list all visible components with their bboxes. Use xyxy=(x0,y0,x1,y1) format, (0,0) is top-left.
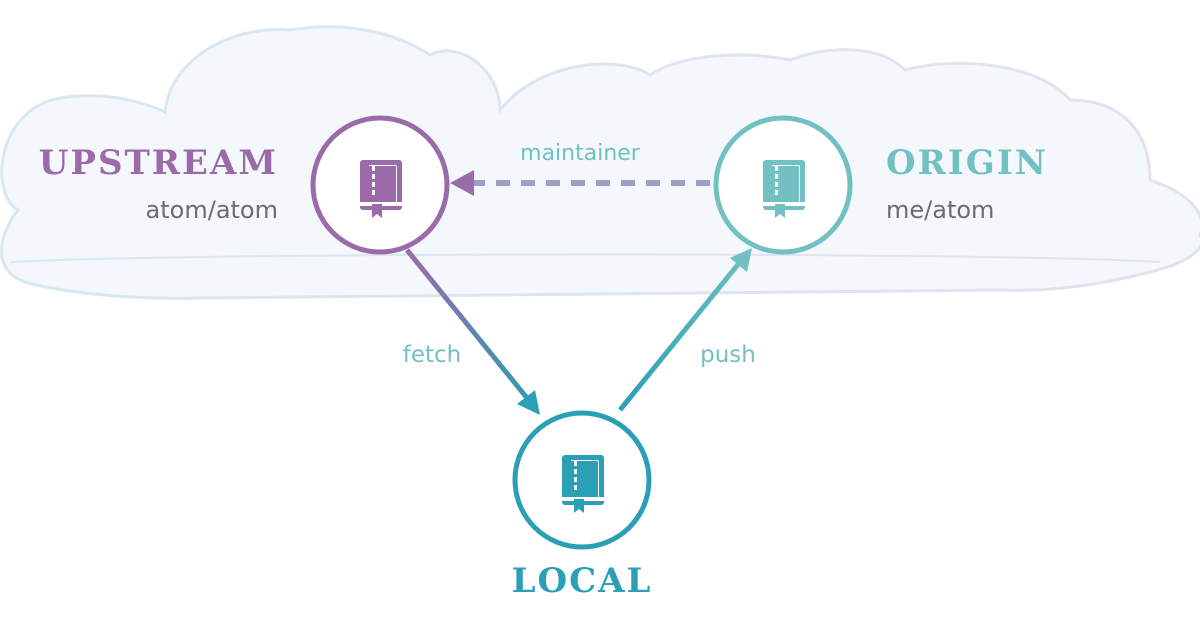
edge-maintainer: maintainer xyxy=(450,141,710,196)
repo-book-icon xyxy=(562,455,604,513)
cloud-shape xyxy=(0,25,1200,300)
upstream-subtitle: atom/atom xyxy=(146,196,278,224)
node-upstream: UPSTREAM atom/atom xyxy=(39,115,450,255)
fetch-line xyxy=(405,248,529,400)
upstream-title: UPSTREAM xyxy=(39,143,278,183)
edge-fetch: fetch xyxy=(403,248,540,415)
push-label: push xyxy=(700,342,756,368)
maintainer-label: maintainer xyxy=(520,141,641,166)
push-line xyxy=(618,260,742,412)
maintainer-arrowhead xyxy=(450,170,474,196)
edge-push: push xyxy=(618,248,756,412)
fetch-label: fetch xyxy=(403,342,462,368)
fetch-arrowhead xyxy=(517,390,540,415)
repo-book-icon xyxy=(360,160,402,218)
push-arrowhead xyxy=(730,248,752,272)
node-origin: ORIGIN me/atom xyxy=(713,115,1048,255)
node-local: LOCAL xyxy=(512,410,653,601)
repo-book-icon xyxy=(763,160,805,218)
origin-title: ORIGIN xyxy=(886,143,1048,183)
origin-subtitle: me/atom xyxy=(886,196,994,224)
cloud-base-line xyxy=(9,253,1161,263)
local-title: LOCAL xyxy=(512,561,653,601)
